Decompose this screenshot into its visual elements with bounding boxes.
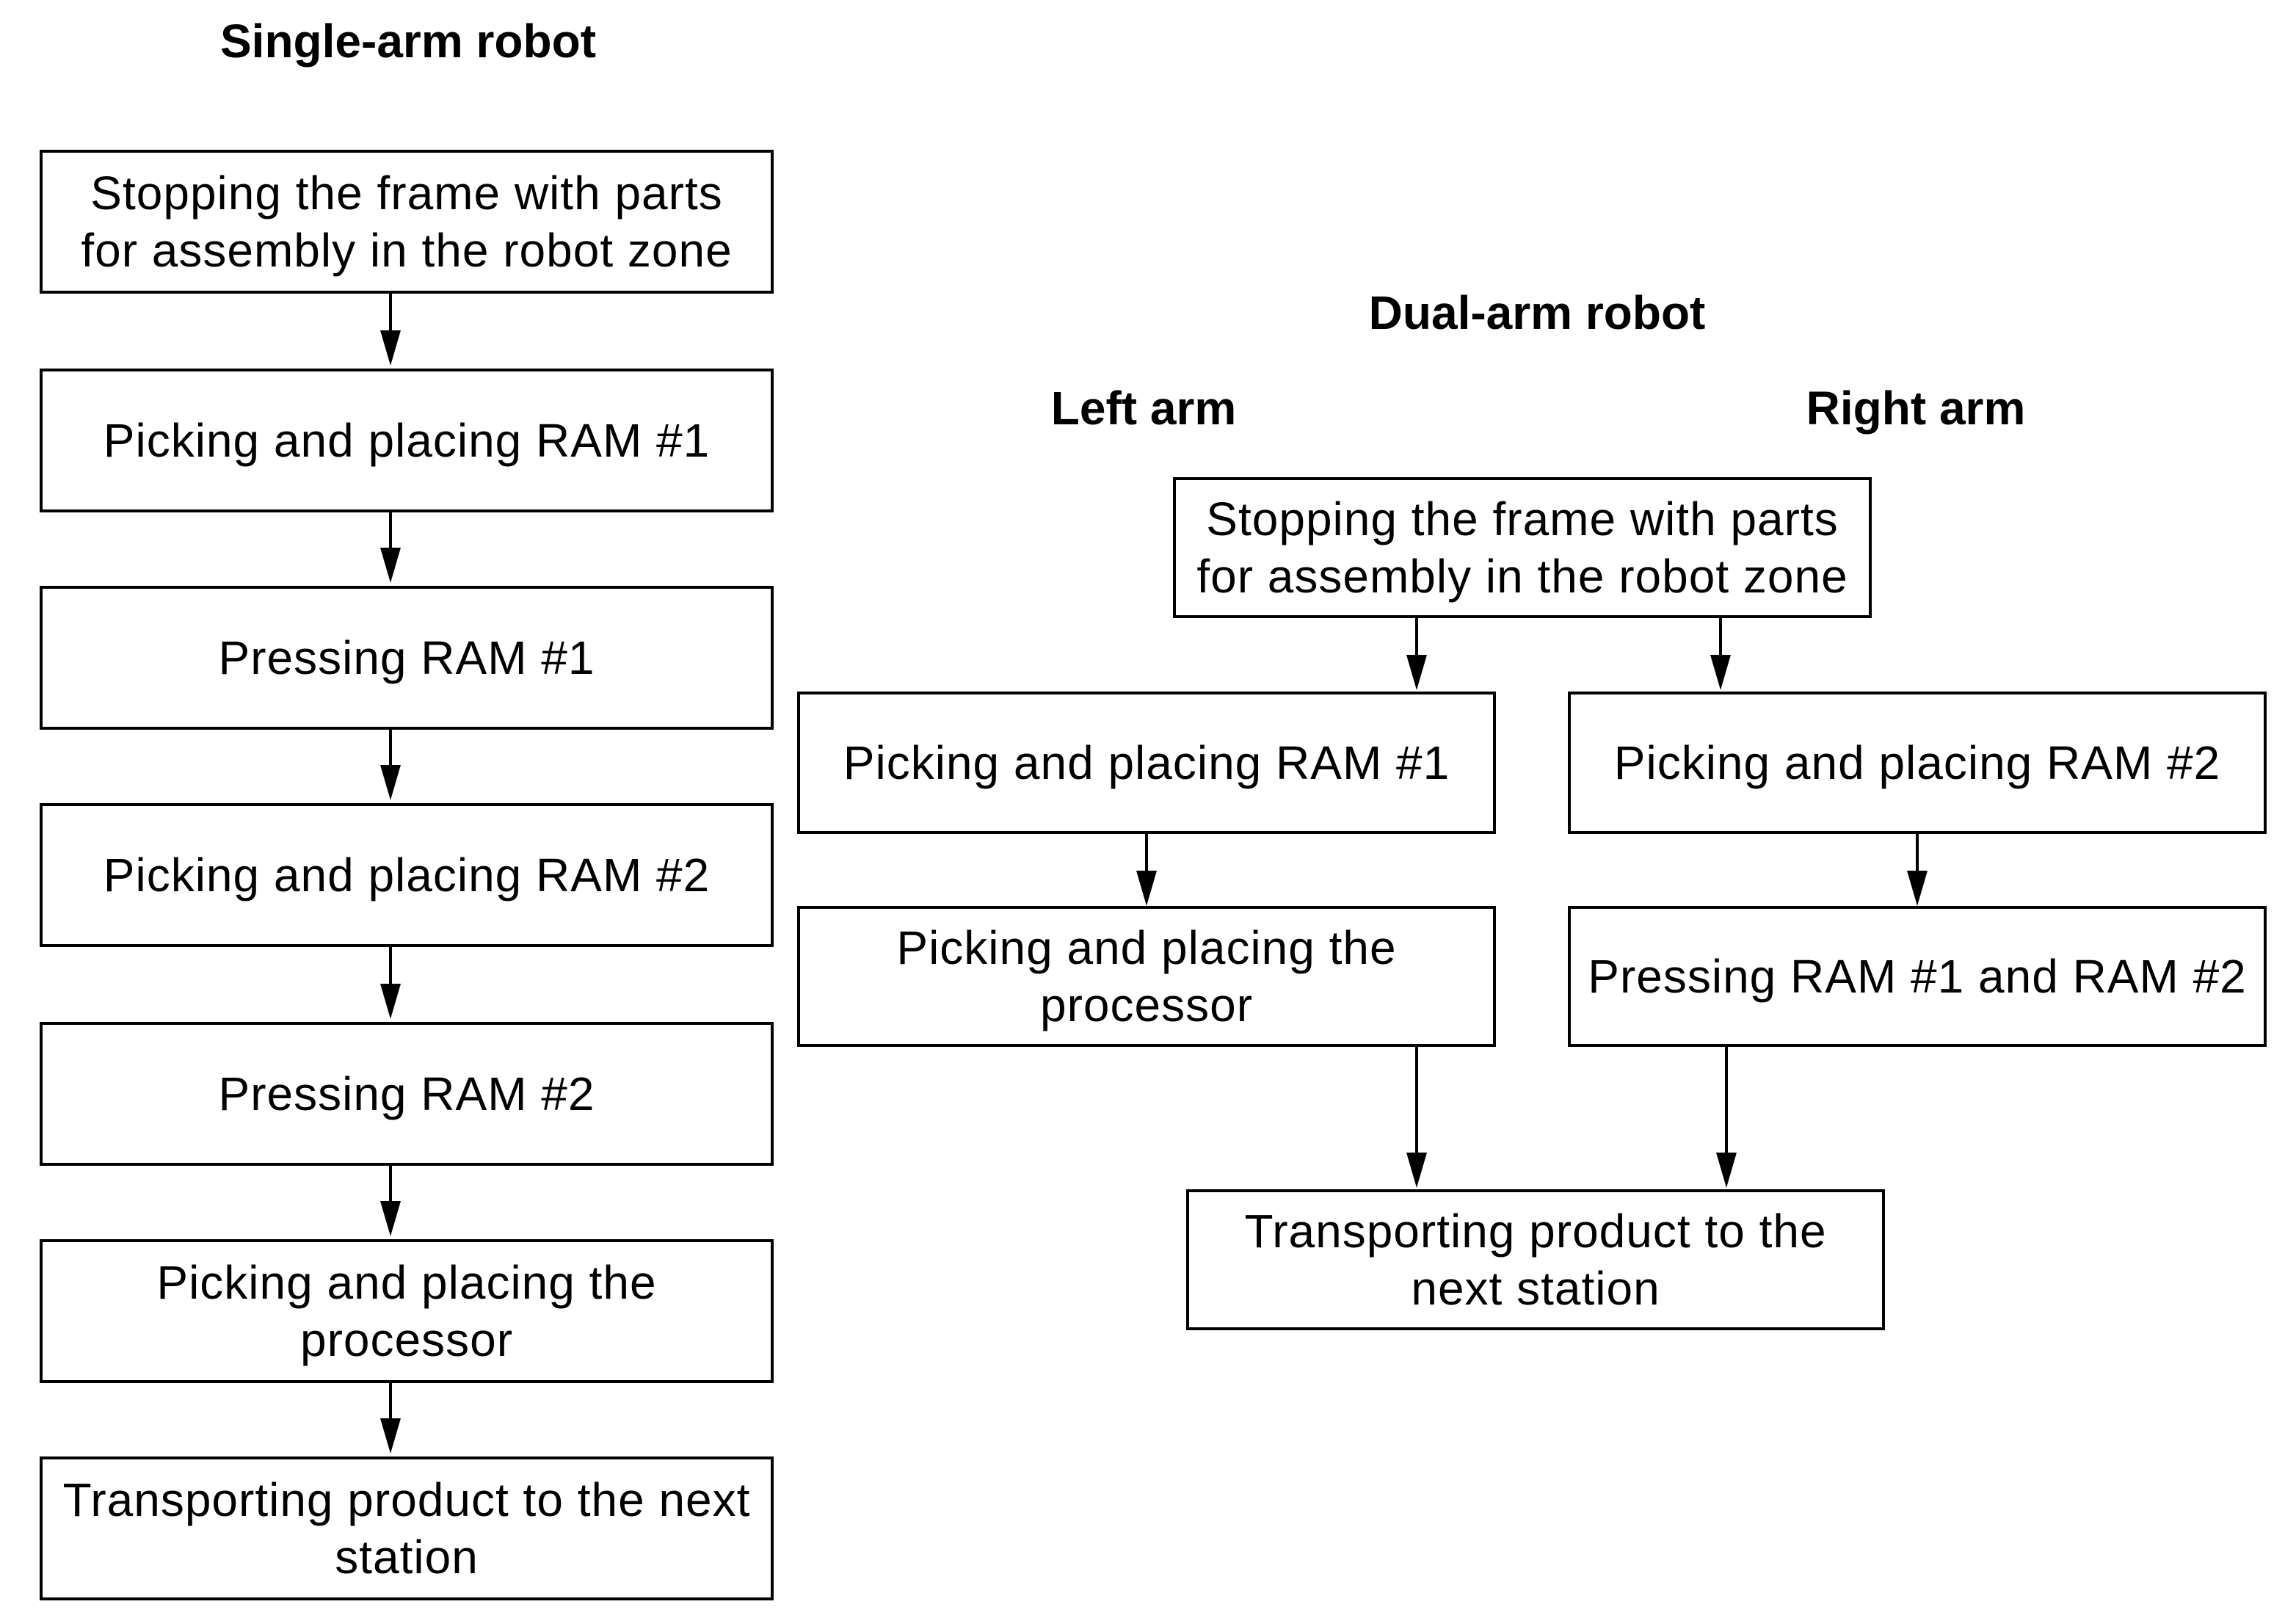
step-label: Transporting product to the next station [1244, 1205, 1827, 1315]
dual-right-step-1: Picking and placing RAM #2 [1568, 692, 2267, 834]
arrowhead [1907, 871, 1928, 906]
single-step-3: Pressing RAM #1 [40, 586, 774, 730]
step-label: Picking and placing the processor [896, 921, 1397, 1031]
dual-end-step: Transporting product to the next station [1186, 1189, 1885, 1330]
single-step-4: Picking and placing RAM #2 [40, 803, 774, 947]
step-label: Picking and placing RAM #2 [103, 849, 711, 901]
single-step-7: Transporting product to the next station [40, 1456, 774, 1600]
arrowhead [380, 548, 401, 583]
step-label: Pressing RAM #2 [218, 1067, 595, 1120]
arrowhead [380, 984, 401, 1019]
single-step-1: Stopping the frame with parts for assemb… [40, 150, 774, 294]
dual-arm-title: Dual-arm robot [1368, 286, 1706, 339]
step-label: Stopping the frame with parts for assemb… [1196, 493, 1848, 603]
step-label: Pressing RAM #1 and RAM #2 [1588, 950, 2247, 1003]
arrowhead [380, 1418, 401, 1454]
arrowhead [1716, 1153, 1737, 1188]
arrowhead [1710, 655, 1731, 690]
single-step-2: Picking and placing RAM #1 [40, 369, 774, 512]
arrowhead [380, 330, 401, 366]
step-label: Pressing RAM #1 [218, 631, 595, 684]
single-arm-title: Single-arm robot [219, 15, 597, 68]
step-label: Picking and placing RAM #2 [1613, 736, 2221, 789]
arrowhead [380, 765, 401, 800]
dual-left-step-2: Picking and placing the processor [797, 906, 1496, 1047]
step-label: Picking and placing the processor [156, 1256, 657, 1366]
arrowhead [1406, 655, 1427, 690]
single-step-6: Picking and placing the processor [40, 1239, 774, 1383]
left-arm-label: Left arm [1050, 382, 1237, 435]
step-label: Picking and placing RAM #1 [103, 414, 711, 467]
dual-start-step: Stopping the frame with parts for assemb… [1173, 477, 1872, 618]
right-arm-label: Right arm [1806, 382, 2026, 435]
dual-left-step-1: Picking and placing RAM #1 [797, 692, 1496, 834]
step-label: Transporting product to the next station [62, 1473, 751, 1583]
single-step-5: Pressing RAM #2 [40, 1022, 774, 1166]
arrowhead [1136, 871, 1157, 906]
arrowhead [1406, 1153, 1427, 1188]
step-label: Picking and placing RAM #1 [843, 736, 1450, 789]
arrowhead [380, 1201, 401, 1236]
dual-right-step-2: Pressing RAM #1 and RAM #2 [1568, 906, 2267, 1047]
step-label: Stopping the frame with parts for assemb… [81, 167, 733, 277]
